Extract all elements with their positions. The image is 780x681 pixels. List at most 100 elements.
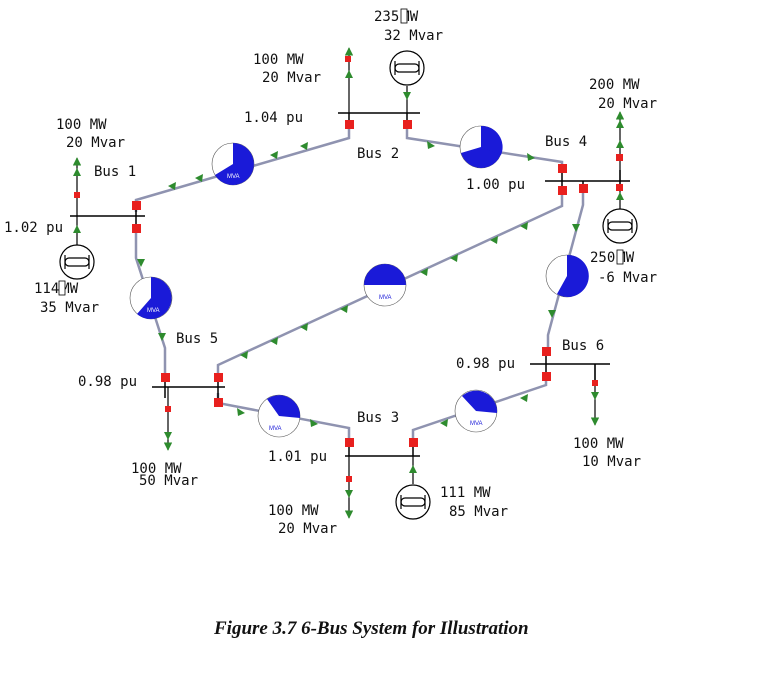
flow-arrow	[168, 182, 176, 190]
flow-arrow	[73, 168, 81, 176]
bus-voltage: 0.98 pu	[456, 356, 515, 372]
pie-line-bus6-bus3: MVA	[454, 389, 498, 433]
flow-arrow	[345, 490, 353, 498]
flow-arrow	[548, 310, 556, 318]
breaker	[214, 398, 223, 407]
flow-arrow	[572, 224, 580, 232]
flow-arrow	[616, 192, 624, 200]
mva-label: MVA	[269, 426, 282, 432]
breaker	[558, 164, 567, 173]
flow-arrow	[427, 141, 435, 149]
flow-arrow	[420, 268, 428, 276]
breaker	[345, 438, 354, 447]
flow-arrow	[240, 351, 248, 359]
bus-name: Bus 2	[357, 146, 399, 162]
load-mvar: 50 Mvar	[139, 473, 198, 489]
breaker	[616, 184, 623, 191]
pie-line-bus4-bus5: MVA	[363, 263, 407, 307]
mva-label: MVA	[470, 421, 483, 427]
spinner-icon	[616, 249, 624, 265]
flow-arrow	[195, 174, 203, 182]
bus-voltage: 1.00 pu	[466, 177, 525, 193]
load-flow-markers	[73, 70, 624, 498]
bus-voltage: 1.04 pu	[244, 110, 303, 126]
load-mvar: 20 Mvar	[598, 96, 657, 112]
flow-arrow	[490, 236, 498, 244]
gen-mvar: -6 Mvar	[598, 270, 657, 286]
breaker	[542, 372, 551, 381]
transmission-lines	[134, 125, 585, 442]
generator-icon	[602, 208, 638, 244]
generator-symbols	[59, 50, 638, 520]
breaker	[161, 373, 170, 382]
breaker	[592, 380, 598, 386]
mva-label: MVA	[379, 295, 392, 301]
flow-arrow	[616, 140, 624, 148]
pie-line-bus1-bus2: MVA	[211, 142, 255, 186]
load-mvar: 20 Mvar	[66, 135, 125, 151]
breaker	[558, 186, 567, 195]
breaker	[214, 373, 223, 382]
load-mvar: 20 Mvar	[278, 521, 337, 537]
flow-arrow	[137, 259, 145, 267]
spinner-icon	[58, 280, 66, 296]
flow-arrow	[450, 254, 458, 262]
load-mw: 200 MW	[589, 77, 640, 93]
flow-arrow	[164, 432, 172, 440]
flow-arrow	[73, 225, 81, 233]
breakers	[74, 56, 623, 482]
load-mw: 100 MW	[253, 52, 304, 68]
flow-arrow	[520, 222, 528, 230]
pie-line-bus2-bus4	[459, 125, 503, 169]
bus-labels: Bus 1 1.02 pu Bus 2 1.04 pu Bus 3 1.01 p…	[4, 110, 604, 465]
breaker	[579, 184, 588, 193]
breaker	[542, 347, 551, 356]
generator-flow-markers	[73, 92, 624, 473]
flow-arrow	[340, 305, 348, 313]
breaker	[616, 154, 623, 161]
flow-arrow	[158, 333, 166, 341]
bus-name: Bus 6	[562, 338, 604, 354]
pie-line-bus4-bus6	[545, 254, 589, 298]
flow-arrow	[345, 70, 353, 78]
breaker	[132, 224, 141, 233]
bus-voltage: 0.98 pu	[78, 374, 137, 390]
breaker	[74, 192, 80, 198]
line-flow-arrows	[137, 141, 580, 427]
load-mvar: 10 Mvar	[582, 454, 641, 470]
line-loading-pies: MVA MVA MVA MVA MVA	[129, 125, 589, 438]
bus-name: Bus 4	[545, 134, 587, 150]
mva-label: MVA	[147, 308, 160, 314]
bus-voltage: 1.01 pu	[268, 449, 327, 465]
load-labels: 100 MW 20 Mvar 100 MW 20 Mvar 200 MW 20 …	[56, 52, 657, 537]
bus-name: Bus 5	[176, 331, 218, 347]
breaker	[403, 120, 412, 129]
breaker	[165, 406, 171, 412]
load-mvar: 20 Mvar	[262, 70, 321, 86]
pie-line-bus1-bus5: MVA	[129, 276, 173, 320]
load-mw: 100 MW	[56, 117, 107, 133]
flow-arrow	[270, 337, 278, 345]
flow-arrow	[310, 419, 318, 427]
gen-mw: 111 MW	[440, 485, 491, 501]
figure-caption: Figure 3.7 6-Bus System for Illustration	[213, 618, 529, 639]
flow-arrow	[270, 151, 278, 159]
flow-arrow	[300, 142, 308, 150]
flow-arrow	[616, 120, 624, 128]
breaker	[346, 476, 352, 482]
flow-arrow	[237, 408, 245, 416]
breaker	[345, 56, 351, 62]
spinner-icon	[400, 8, 408, 24]
breaker	[132, 201, 141, 210]
gen-mvar: 85 Mvar	[449, 504, 508, 520]
load-mw: 100 MW	[573, 436, 624, 452]
flow-arrow	[300, 323, 308, 331]
flow-arrow	[440, 419, 448, 427]
load-mw: 100 MW	[131, 461, 182, 477]
pie-line-bus5-bus3: MVA	[257, 394, 301, 438]
